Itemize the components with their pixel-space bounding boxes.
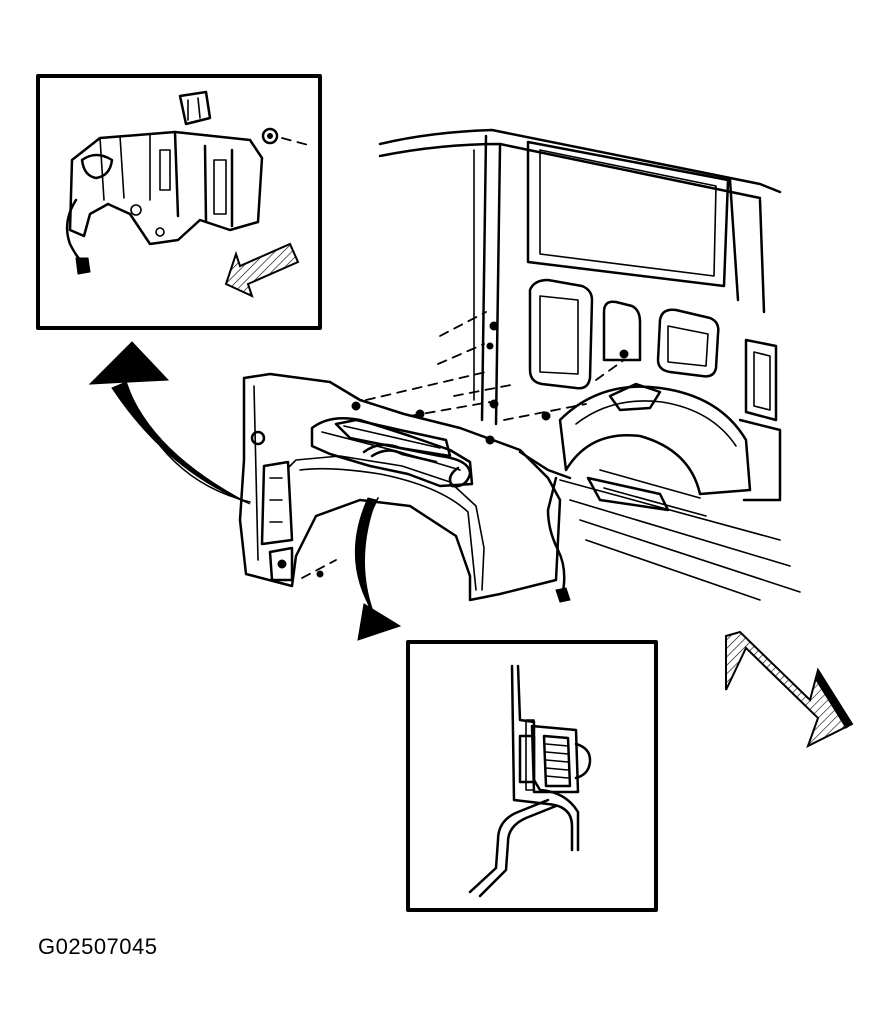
removal-direction-arrow-left <box>224 242 300 298</box>
removal-direction-arrow-right <box>725 630 854 749</box>
assembly-guide-lines <box>301 311 625 579</box>
detail-inset-connector <box>406 640 658 912</box>
wiring-harness-lead <box>65 198 91 275</box>
harness-wire <box>468 798 558 898</box>
electrical-connector <box>518 719 592 794</box>
retaining-clips <box>316 321 629 578</box>
vehicle-interior-view <box>238 128 801 603</box>
inset-frame-top-left <box>36 74 322 330</box>
quarter-trim-panel <box>238 372 572 603</box>
inset-frame-bottom <box>406 640 658 912</box>
callout-arrow-to-bottom-inset <box>354 497 402 641</box>
detail-inset-trim-panel <box>36 74 322 330</box>
trim-panel-part <box>68 130 264 246</box>
mounting-bracket <box>178 90 212 126</box>
callout-arrow-to-top-inset <box>88 341 251 505</box>
figure-id-label: G02507045 <box>38 934 158 959</box>
push-pin-fastener <box>261 127 313 147</box>
